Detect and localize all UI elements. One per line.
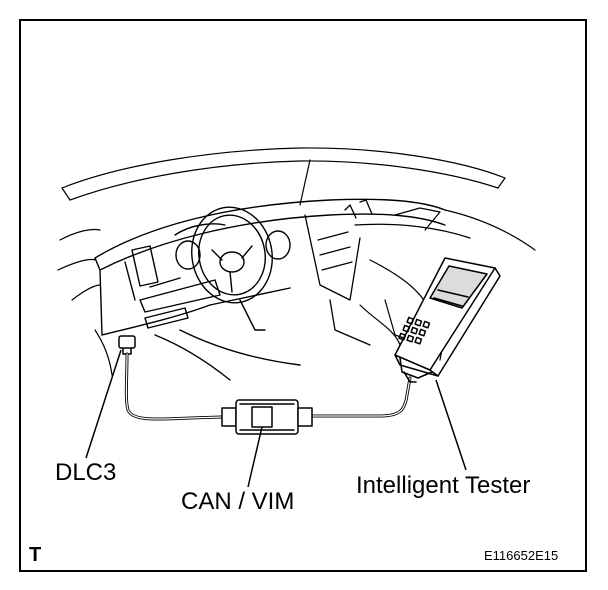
can-vim-module — [221, 399, 313, 435]
intelligent-tester-device — [394, 257, 501, 383]
dlc3-connector — [118, 335, 136, 355]
center-console — [304, 199, 373, 346]
leader-tester — [435, 379, 467, 471]
dlc3-label: DLC3 — [55, 459, 117, 486]
driver-door — [57, 228, 113, 376]
figure-code: E116652E15 — [484, 548, 559, 563]
cable-vim-to-tester — [310, 376, 412, 418]
dashboard — [94, 198, 446, 381]
windshield-lines — [61, 147, 506, 206]
diagram-frame — [19, 19, 587, 572]
leader-can-vim — [247, 426, 263, 488]
intelligent-tester-label: Intelligent Tester — [356, 472, 531, 499]
leader-dlc3 — [85, 349, 122, 459]
steering-wheel — [174, 206, 291, 331]
corner-mark: T — [29, 544, 42, 566]
leader-lines — [85, 349, 467, 488]
can-vim-label: CAN / VIM — [181, 488, 295, 515]
